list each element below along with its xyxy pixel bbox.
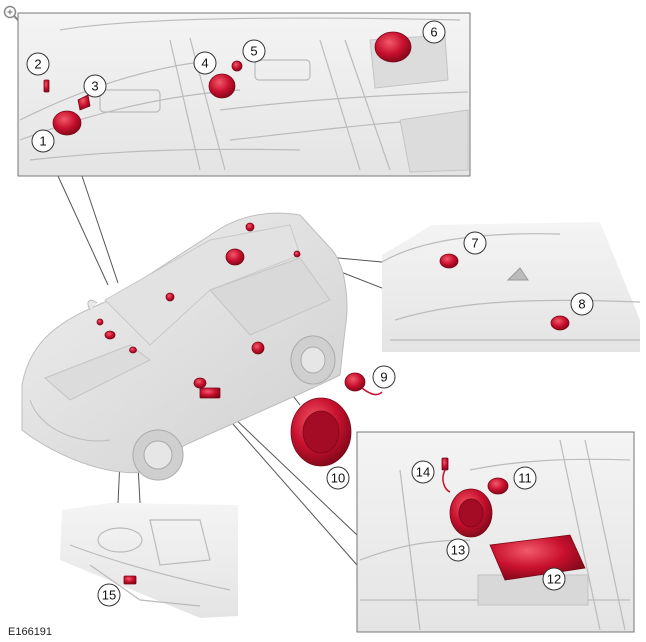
svg-text:2: 2	[34, 57, 41, 72]
panel-door-lower	[356, 431, 635, 633]
car-illustration	[21, 212, 348, 481]
svg-text:1: 1	[39, 134, 46, 149]
svg-text:7: 7	[471, 236, 478, 251]
tweeter-2	[43, 79, 50, 93]
speaker-15	[123, 575, 137, 585]
callout-15: 15	[97, 583, 121, 607]
svg-text:5: 5	[250, 44, 257, 59]
speaker-8	[550, 315, 570, 331]
callout-3: 3	[83, 74, 107, 98]
callout-8: 8	[570, 292, 594, 316]
callout-2: 2	[26, 52, 50, 76]
panel-console	[60, 503, 238, 618]
tweeter-14	[441, 457, 449, 471]
speakers	[43, 31, 586, 585]
svg-text:12: 12	[547, 572, 561, 587]
tweeter-11	[487, 477, 509, 495]
tweeter-9	[344, 372, 366, 392]
tweeter-3	[77, 94, 91, 111]
svg-text:3: 3	[91, 79, 98, 94]
tweeter-5	[231, 60, 243, 72]
panel-roof	[381, 222, 641, 352]
speaker-6	[374, 31, 412, 63]
svg-text:11: 11	[518, 471, 532, 486]
callout-9: 9	[372, 365, 396, 389]
svg-text:10: 10	[331, 471, 345, 486]
speaker-4	[208, 73, 236, 99]
callout-4: 4	[193, 51, 217, 75]
callout-14: 14	[411, 460, 435, 484]
svg-text:6: 6	[430, 25, 437, 40]
svg-text:9: 9	[380, 370, 387, 385]
speaker-1	[52, 110, 82, 136]
svg-text:14: 14	[416, 465, 430, 480]
subwoofer-amp-12	[489, 534, 586, 581]
callout-6: 6	[422, 20, 446, 44]
callout-7: 7	[463, 231, 487, 255]
callout-1: 1	[31, 129, 55, 153]
callout-5: 5	[242, 39, 266, 63]
callout-13: 13	[446, 538, 470, 562]
speaker-7	[439, 253, 459, 269]
figure-reference-id: E166191	[8, 626, 53, 638]
callout-10: 10	[326, 466, 350, 490]
svg-text:8: 8	[578, 297, 585, 312]
callout-12: 12	[542, 567, 566, 591]
svg-text:13: 13	[451, 543, 465, 558]
callout-11: 11	[513, 466, 537, 490]
svg-text:4: 4	[201, 56, 208, 71]
callouts: 1 2 3 4 5 6 7 8 9 10 11 12 13 14 15	[26, 20, 594, 607]
svg-text:15: 15	[102, 588, 116, 603]
